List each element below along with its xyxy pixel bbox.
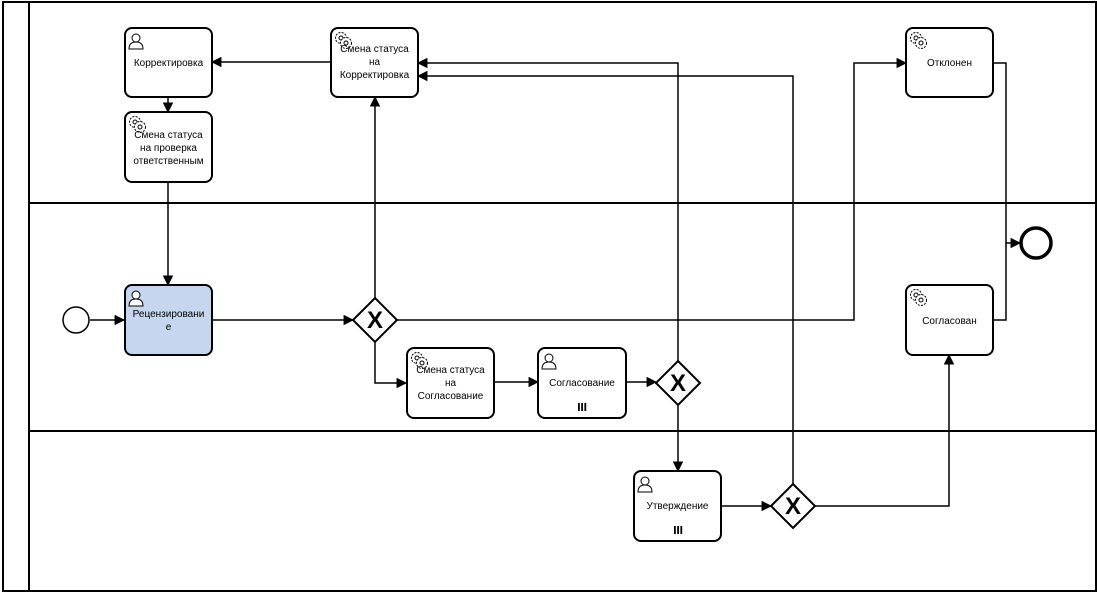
task-label: Рецензировани bbox=[133, 309, 205, 320]
user-icon bbox=[637, 476, 653, 493]
task-label: е bbox=[166, 322, 172, 333]
task-box bbox=[633, 470, 722, 542]
task-label: Согласование bbox=[418, 391, 484, 402]
task-label: Корректировка bbox=[134, 58, 204, 69]
flow-otklonen-to-end[interactable] bbox=[993, 62, 1022, 249]
gateway-diamond bbox=[769, 482, 817, 530]
gear-icon bbox=[910, 32, 927, 49]
start-event[interactable] bbox=[62, 306, 90, 334]
gateway-exclusive-1[interactable]: X bbox=[351, 296, 399, 344]
multi-instance-marker-icon bbox=[674, 526, 683, 534]
task-label: на bbox=[369, 57, 381, 68]
gateway-marker: X bbox=[367, 307, 383, 334]
gateway-exclusive-2[interactable]: X bbox=[654, 359, 702, 407]
gateway-diamond bbox=[351, 296, 399, 344]
user-icon bbox=[128, 33, 144, 50]
task-box bbox=[537, 347, 627, 419]
end-event[interactable] bbox=[1019, 226, 1053, 260]
task-smena-korrektirovka[interactable]: Смена статуса на Корректировка bbox=[330, 27, 419, 98]
task-box bbox=[330, 27, 419, 98]
multi-instance-marker-icon bbox=[578, 403, 587, 411]
task-box bbox=[406, 347, 495, 419]
gear-icon bbox=[129, 116, 146, 133]
task-label: на bbox=[445, 378, 457, 389]
task-box bbox=[124, 111, 213, 183]
task-label: Отклонен bbox=[927, 58, 972, 69]
task-smena-soglasovanie[interactable]: Смена статуса на Согласование bbox=[406, 347, 495, 419]
task-soglasovan[interactable]: Согласован bbox=[905, 284, 994, 356]
task-soglasovanie[interactable]: Согласование bbox=[537, 347, 627, 419]
task-label: ответственным bbox=[133, 156, 203, 167]
user-icon bbox=[541, 353, 557, 370]
gateway-diamond bbox=[654, 359, 702, 407]
flow-soglasovan-to-end[interactable] bbox=[993, 243, 1007, 321]
gateway-exclusive-3[interactable]: X bbox=[769, 482, 817, 530]
task-box bbox=[124, 27, 213, 98]
task-smena-proverka[interactable]: Смена статуса на проверка ответственным bbox=[124, 111, 213, 183]
user-icon bbox=[128, 290, 144, 307]
gateway-marker: X bbox=[670, 370, 686, 397]
task-label: на проверка bbox=[140, 143, 197, 154]
task-box bbox=[905, 284, 994, 356]
flow-gw3-to-soglasovan[interactable] bbox=[815, 353, 955, 507]
flow-gw1-to-otklonen[interactable] bbox=[397, 57, 908, 321]
task-label: Утверждение bbox=[646, 501, 708, 512]
gear-icon bbox=[411, 352, 428, 369]
task-box bbox=[905, 27, 994, 98]
flow-gw1-to-smena-soglasovanie[interactable] bbox=[374, 342, 408, 389]
gear-icon bbox=[335, 32, 352, 49]
sequence-flows bbox=[90, 56, 1022, 512]
task-utverzhdenie[interactable]: Утверждение bbox=[633, 470, 722, 542]
flow-gw3-to-smena-korrektirovka[interactable] bbox=[416, 70, 794, 484]
task-recenzirovanie[interactable]: Рецензировани е bbox=[124, 284, 213, 356]
task-label: Смена статуса bbox=[416, 365, 485, 376]
task-korrektirovka[interactable]: Корректировка bbox=[124, 27, 213, 98]
task-box bbox=[124, 284, 213, 356]
task-label: Смена статуса bbox=[340, 44, 409, 55]
gateway-marker: X bbox=[785, 493, 801, 520]
task-otklonen[interactable]: Отклонен bbox=[905, 27, 994, 98]
task-label: Корректировка bbox=[340, 70, 410, 81]
flow-gw2-to-smena-korrektirovka[interactable] bbox=[416, 57, 679, 361]
gear-icon bbox=[910, 289, 927, 306]
task-label: Смена статуса bbox=[134, 130, 203, 141]
task-label: Согласование bbox=[549, 378, 615, 389]
task-label: Согласован bbox=[922, 316, 977, 327]
